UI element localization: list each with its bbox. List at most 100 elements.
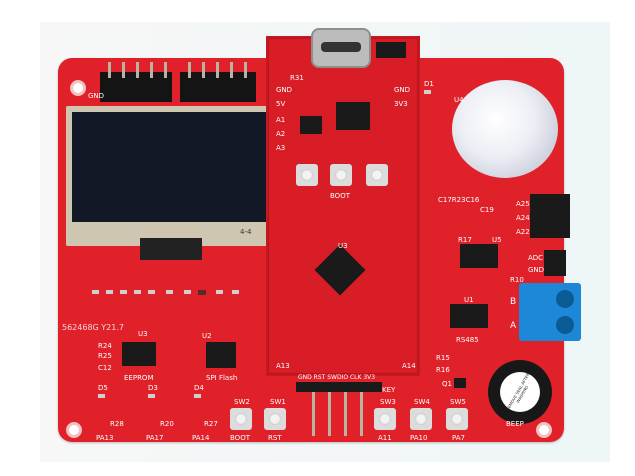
header-pin: [188, 62, 191, 78]
a14-label: A14: [402, 362, 416, 370]
pa17-label: PA17: [146, 434, 164, 442]
a24-label: A24: [516, 214, 530, 222]
header-pin: [360, 392, 363, 436]
core-board: [268, 38, 418, 374]
sw2-label: SW2: [234, 398, 250, 406]
key-label: KEY: [382, 386, 396, 394]
b-label: B: [510, 297, 517, 307]
pir-sensor-dome: [452, 80, 558, 178]
header-pin: [202, 62, 205, 78]
adc-header: [544, 250, 566, 276]
core-small-chip: [300, 116, 322, 134]
core-a1: A1: [276, 116, 286, 124]
adc-label: ADC: [528, 254, 544, 262]
core-gnd-b: GND: [394, 86, 411, 94]
c19-label: C19: [480, 206, 494, 214]
boot-button[interactable]: [230, 408, 252, 430]
d1-label: D1: [424, 80, 434, 88]
core-5v: 5V: [276, 100, 286, 108]
core-bottom-header-label: GND RST SWDIO CLK 3V3: [298, 374, 376, 381]
r24-label: R24: [98, 342, 112, 350]
r10-label: R10: [510, 276, 524, 284]
eeprom-chip: [122, 342, 156, 366]
core-regulator-chip: [336, 102, 370, 130]
d5-label: D5: [98, 384, 108, 392]
d4-label: D4: [194, 384, 204, 392]
header-pin: [230, 62, 233, 78]
header-switch: [376, 42, 406, 58]
key-button-a11[interactable]: [374, 408, 396, 430]
led-d5: [98, 394, 105, 398]
q1-label: Q1: [442, 380, 452, 388]
mcu-label: U3: [338, 242, 348, 250]
sw4-label: SW4: [414, 398, 430, 406]
key-button-pa7[interactable]: [446, 408, 468, 430]
sw5-label: SW5: [450, 398, 466, 406]
header-pin: [312, 392, 315, 436]
header-pin: [244, 62, 247, 78]
pa10-label: PA10: [410, 434, 428, 442]
sw1-label: SW1: [270, 398, 286, 406]
a22-label: A22: [516, 228, 530, 236]
rs485-label: RS485: [456, 336, 479, 344]
pa7-label: PA7: [452, 434, 466, 442]
core-button-boot[interactable]: [330, 164, 352, 186]
core-a2: A2: [276, 130, 286, 138]
pa14-label: PA14: [192, 434, 210, 442]
header-pin: [328, 392, 331, 436]
spi-flash-label: SPI Flash: [206, 374, 238, 382]
u5-chip: [460, 244, 498, 268]
core-bottom-header: [296, 382, 382, 392]
key-button-pa10[interactable]: [410, 408, 432, 430]
reset-button[interactable]: [264, 408, 286, 430]
r25-label: R25: [98, 352, 112, 360]
core-boot-label: BOOT: [330, 192, 350, 200]
header-pin: [344, 392, 347, 436]
core-button-1[interactable]: [296, 164, 318, 186]
core-3v3: 3V3: [394, 100, 408, 108]
led-d1: [424, 90, 431, 94]
smd-resistor: [166, 290, 173, 294]
d3-label: D3: [148, 384, 158, 392]
smd-resistor: [216, 290, 223, 294]
oled-label: 4-4: [240, 228, 252, 236]
terminal-screw-a[interactable]: [556, 316, 574, 334]
u4-label: U4: [454, 96, 464, 104]
r15-label: R15: [436, 354, 450, 362]
header-pin: [150, 62, 153, 78]
header-pin: [108, 62, 111, 78]
core-gnd-a: GND: [276, 86, 293, 94]
core-button-3[interactable]: [366, 164, 388, 186]
pin-header-a: [530, 194, 570, 238]
r16-label: R16: [436, 366, 450, 374]
sw3-label: SW3: [380, 398, 396, 406]
terminal-screw-b[interactable]: [556, 290, 574, 308]
board-id-label: 562468G Y21.7: [62, 323, 124, 332]
smd-resistor: [184, 290, 191, 294]
smd-resistor: [148, 290, 155, 294]
core-r31: R31: [290, 74, 304, 82]
spi-flash-chip: [206, 342, 236, 368]
header-pin: [136, 62, 139, 78]
smd-resistor: [232, 290, 239, 294]
mount-hole: [536, 422, 552, 438]
header-pin: [122, 62, 125, 78]
gnd2-label: GND: [528, 266, 545, 274]
a-label: A: [510, 321, 517, 331]
led-d4: [194, 394, 201, 398]
core-a3: A3: [276, 144, 286, 152]
gnd-label: GND: [88, 92, 105, 100]
a11-label: A11: [378, 434, 392, 442]
screw-terminal: [519, 283, 581, 341]
usb-c-connector: [311, 28, 371, 68]
buzzer-sticker: [500, 372, 540, 412]
pa13-label: PA13: [96, 434, 114, 442]
oled-ribbon-cable: [140, 238, 202, 260]
a25-label: A25: [516, 200, 530, 208]
u1-label: U1: [464, 296, 474, 304]
a13-label: A13: [276, 362, 290, 370]
r17-label: R17: [458, 236, 472, 244]
rst-label: RST: [268, 434, 282, 442]
c12-label: C12: [98, 364, 112, 372]
mount-hole: [70, 80, 86, 96]
